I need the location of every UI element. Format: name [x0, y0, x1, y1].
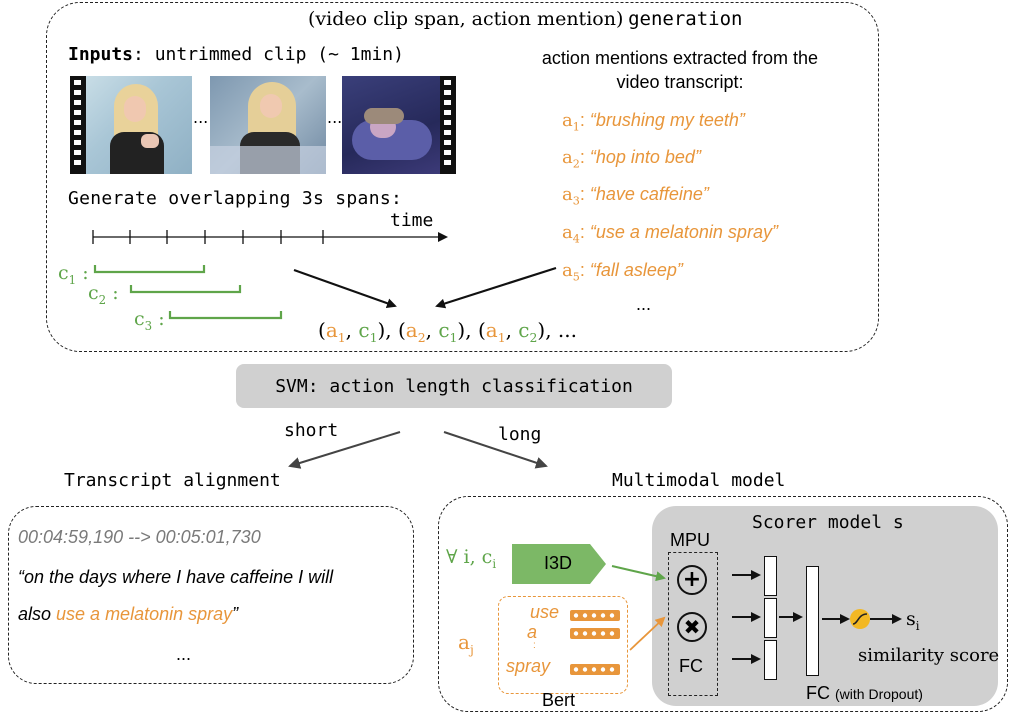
clip-label-3: c3 : — [134, 308, 165, 333]
transcript-title: Transcript alignment — [64, 470, 281, 491]
mention-4: a4: “use a melatonin spray” — [562, 222, 778, 246]
i3d-block — [512, 544, 606, 584]
bert-box — [498, 596, 628, 694]
arrow-mentions-to-pairs — [435, 266, 557, 309]
clip-span-3 — [168, 311, 283, 320]
inputs-label: Inputs: untrimmed clip (~ 1min) — [68, 44, 404, 65]
generation-panel — [46, 2, 879, 352]
video-frame-2 — [210, 76, 326, 174]
fc-layer-big — [806, 566, 819, 676]
svm-label: SVM: action length classification — [275, 375, 633, 397]
multiply-icon: ✖ — [677, 612, 707, 642]
frame-ellipsis-2: ... — [327, 108, 343, 127]
generation-title-serif: (video clip span, action mention) — [308, 8, 624, 30]
inputs-bold: Inputs — [68, 44, 134, 65]
video-frame-3 — [342, 76, 440, 174]
mention-2: a2: “hop into bed” — [562, 147, 701, 171]
mpu-label: MPU — [670, 530, 710, 550]
mpu-box — [668, 552, 718, 696]
similarity-label: similarity score — [858, 645, 1000, 666]
clip-span-1 — [93, 265, 206, 274]
forall-label: ∀ i, ci — [446, 546, 497, 571]
plus-icon: + — [677, 565, 707, 595]
fc-layer-3 — [764, 640, 777, 680]
scorer-panel — [652, 506, 998, 706]
scorer-title: Scorer model s — [752, 512, 904, 533]
branch-short: short — [284, 420, 339, 441]
mention-5: a5: “fall asleep” — [562, 260, 683, 284]
score-output: si — [906, 608, 920, 633]
pairs: (a1, c1), (a2, c1), (a1, c2), ... — [318, 318, 577, 345]
clip-label-1: c1 : — [58, 262, 89, 287]
mentions-more: ... — [636, 294, 652, 314]
bert-word-a: a — [527, 622, 538, 642]
arrow-short — [288, 431, 401, 469]
arrow-i3d-to-mpu — [611, 565, 666, 582]
bert-word-spray: spray — [506, 656, 551, 676]
time-label: time — [390, 210, 434, 231]
arrow-bert-to-mpu — [629, 616, 666, 651]
bert-label: Bert — [542, 690, 576, 710]
mention-3: a3: “have caffeine” — [562, 184, 709, 208]
clip-span-2 — [129, 285, 242, 294]
film-strip-left — [70, 76, 86, 174]
branch-long: long — [498, 424, 542, 445]
aj-label: aj — [458, 630, 474, 657]
highlighted-mention: use a melatonin spray — [56, 604, 233, 624]
multimodal-title: Multimodal model — [612, 470, 786, 491]
generation-title: (video clip span, action mention) genera… — [308, 8, 743, 31]
i3d-label: I3D — [544, 553, 573, 573]
transcript-more: ... — [176, 644, 192, 664]
fc-layer-2 — [764, 598, 777, 638]
arrow-clips-to-pairs — [293, 268, 397, 309]
video-frame-1 — [86, 76, 192, 174]
film-strip-right — [440, 76, 456, 174]
clip-label-2: c2 : — [88, 282, 119, 307]
spans-text: Generate overlapping 3s spans: — [68, 188, 403, 209]
inputs-rest: : untrimmed clip (~ 1min) — [133, 44, 404, 65]
arrow-long — [443, 431, 548, 469]
multimodal-panel — [438, 496, 1008, 712]
fc-dropout-label: FC (with Dropout) — [806, 683, 923, 703]
transcript-panel — [8, 506, 414, 684]
mention-1: a1: “brushing my teeth” — [562, 110, 745, 134]
sigmoid-icon — [850, 609, 870, 629]
svm-box: SVM: action length classification — [236, 364, 672, 408]
transcript-timestamp: 00:04:59,190 --> 00:05:01,730 — [18, 527, 261, 547]
mentions-header: action mentions extracted from the video… — [541, 48, 819, 92]
generation-title-mono: generation — [628, 8, 743, 30]
bert-word-use: use — [530, 602, 560, 622]
fc-layer-1 — [764, 556, 777, 596]
bert-word-dots: : — [533, 640, 536, 651]
transcript-quote-line1: “on the days where I have caffeine I wil… — [18, 567, 334, 587]
mpu-fc-label: FC — [679, 656, 703, 676]
transcript-quote-line2: also use a melatonin spray” — [18, 604, 239, 624]
frame-ellipsis-1: ... — [193, 108, 209, 127]
